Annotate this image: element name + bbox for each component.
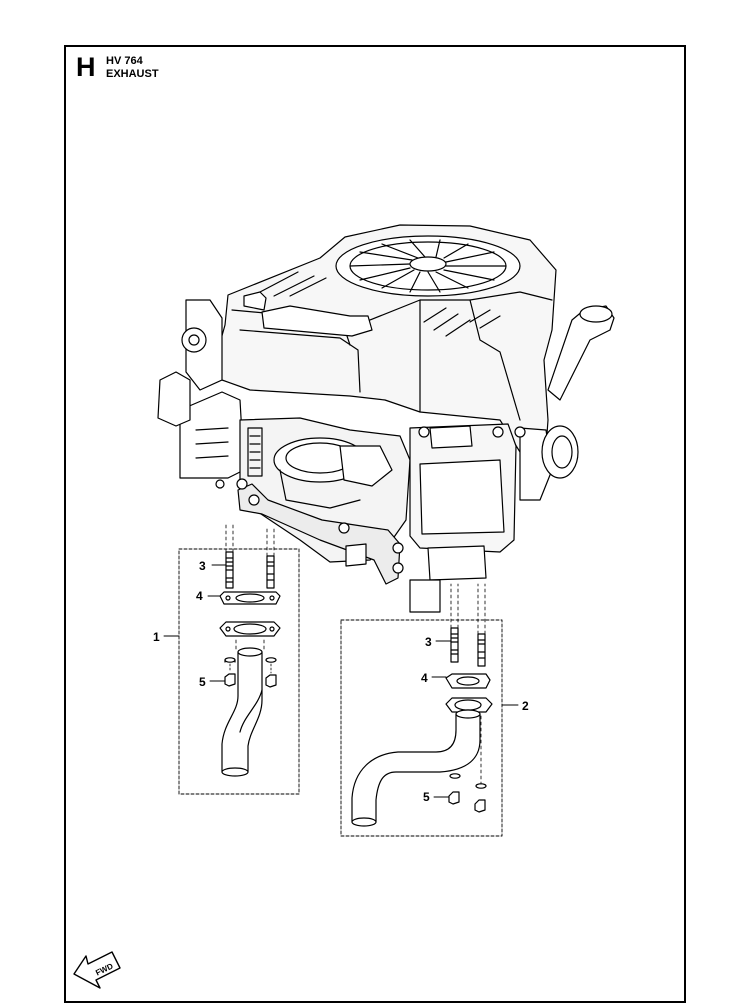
section-title: EXHAUST: [106, 68, 159, 80]
left-exhaust-pipe: [221, 639, 265, 777]
callout-nut-left: 5: [199, 675, 206, 689]
drawing-frame: [64, 45, 686, 1003]
section-letter: H: [76, 52, 96, 82]
callout-nut-right: 5: [423, 790, 430, 804]
fwd-direction-arrow: [73, 951, 121, 989]
callout-gasket-left: 4: [196, 589, 203, 603]
right-exhaust-kit: [340, 583, 519, 837]
callout-kit-2: 2: [522, 699, 529, 713]
left-gasket: [219, 591, 281, 605]
callout-gasket-right: 4: [421, 671, 428, 685]
engine-illustration: [157, 224, 615, 613]
callout-stud-left: 3: [199, 559, 206, 573]
right-stud-a: [450, 583, 459, 663]
right-stud-b: [477, 583, 486, 667]
right-nuts: [448, 715, 487, 813]
right-exhaust-pipe: [351, 709, 481, 827]
kit-1-boundary: [178, 548, 300, 795]
right-gasket: [445, 673, 491, 689]
left-stud-a: [225, 521, 234, 589]
model-label: HV 764: [106, 55, 143, 67]
left-stud-b: [266, 525, 275, 589]
left-pipe-flange: [219, 621, 281, 637]
right-pipe-flange: [445, 697, 493, 713]
callout-stud-right: 3: [425, 635, 432, 649]
left-exhaust-kit: [163, 521, 300, 795]
left-nuts: [224, 657, 277, 688]
callout-kit-1: 1: [153, 630, 160, 644]
kit-2-boundary: [340, 619, 503, 837]
